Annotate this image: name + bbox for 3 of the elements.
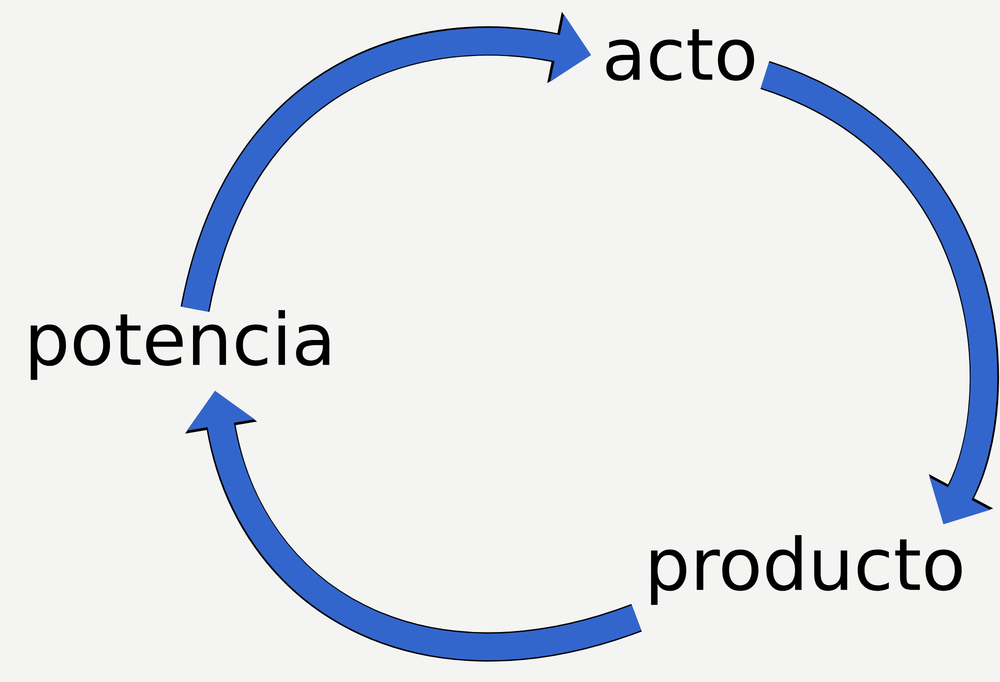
node-label: potencia (30, 310, 330, 380)
node-label: acto (606, 29, 754, 81)
node-label: producto (651, 535, 962, 605)
